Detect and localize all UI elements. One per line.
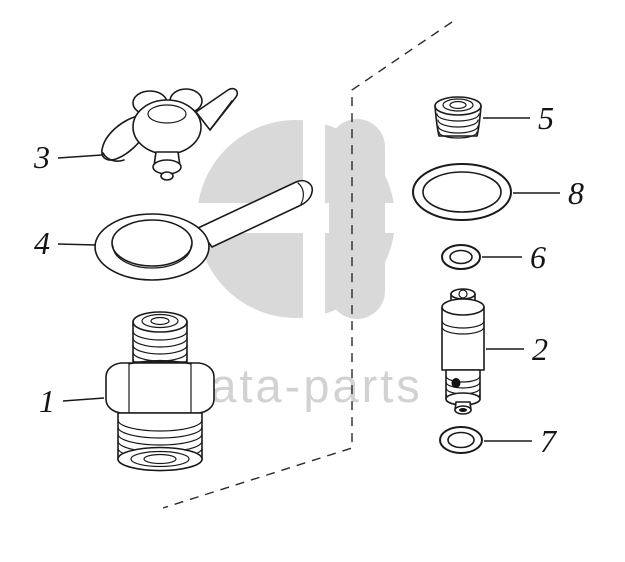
part-label-4: 4 xyxy=(34,225,50,261)
part-4-seal-ring-with-tab xyxy=(94,179,314,281)
part-7-o-ring-small xyxy=(439,426,483,454)
part-label-7: 7 xyxy=(540,423,558,459)
part-label-5: 5 xyxy=(538,100,554,136)
part-label-2: 2 xyxy=(532,331,548,367)
part-label-6: 6 xyxy=(530,239,546,275)
part-5-cap-nut xyxy=(434,96,482,139)
part-1-drain-cock-body xyxy=(105,311,215,472)
dashed-boundary-line xyxy=(162,21,453,509)
part-6-o-ring-small xyxy=(441,244,481,270)
part-8-o-ring-large xyxy=(412,163,512,221)
part-label-1: 1 xyxy=(39,383,55,419)
watermark-text: data-parts xyxy=(181,359,423,412)
part-3-wing-handle xyxy=(101,87,239,181)
part-2-valve-core xyxy=(441,288,485,415)
watermark-logo xyxy=(184,110,400,326)
part-label-3: 3 xyxy=(33,139,50,175)
leader-line-1 xyxy=(62,397,105,402)
leader-line-4 xyxy=(57,243,97,246)
leader-line-3 xyxy=(57,154,103,159)
part-label-8: 8 xyxy=(568,175,584,211)
